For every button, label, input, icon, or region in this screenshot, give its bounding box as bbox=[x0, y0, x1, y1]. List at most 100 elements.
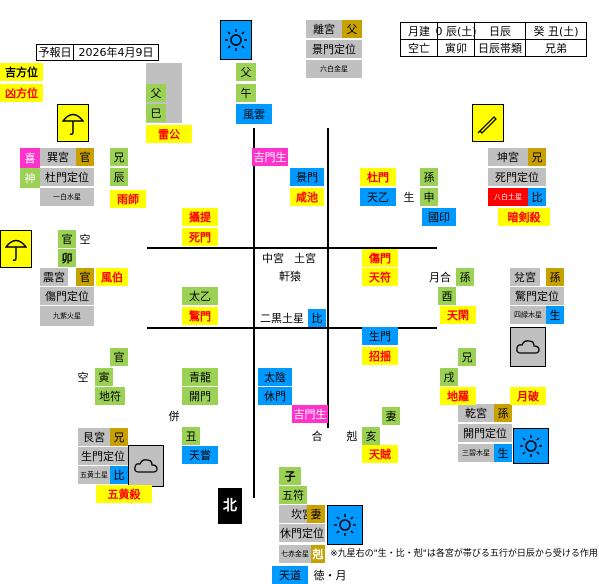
south-branch-god: 風雲 bbox=[236, 104, 272, 124]
se-inner-2: 死門 bbox=[182, 228, 218, 246]
west-side: 月合 bbox=[429, 270, 451, 284]
east-tag: 官 bbox=[58, 230, 76, 248]
nw-inner-2: 招揺 bbox=[362, 347, 398, 365]
north-rel: 剋 bbox=[311, 545, 325, 563]
w-inner-2: 天符 bbox=[362, 268, 398, 286]
s-dir: 咸池 bbox=[290, 188, 324, 206]
n-door: 吉門生 bbox=[292, 405, 328, 423]
nw-side: 月破 bbox=[510, 387, 546, 405]
east-branch: 卯 bbox=[58, 249, 76, 267]
sw-inner-3: 國印 bbox=[422, 208, 456, 226]
north-god: 天道 bbox=[272, 566, 308, 584]
west-star: 四緑木星 bbox=[510, 306, 546, 324]
east-palace-name: 震宮 bbox=[40, 268, 68, 286]
west-kin: 驚門定位 bbox=[510, 287, 564, 305]
se-kin: 杜門定位 bbox=[40, 168, 94, 186]
west-gua: 孫 bbox=[546, 268, 564, 286]
se-star: 一白水星 bbox=[40, 188, 94, 206]
ne-gua: 兄 bbox=[110, 428, 128, 446]
sw-kan-tag: 孫 bbox=[420, 168, 438, 186]
north-star: 七赤金星 bbox=[279, 545, 311, 563]
kichi-houi: 吉方位 bbox=[0, 63, 43, 81]
east-gua: 官 bbox=[76, 268, 94, 286]
kyo-houi: 凶方位 bbox=[0, 84, 43, 102]
center-palace: 中宮 bbox=[262, 251, 284, 265]
ne-branch-tag: 官 bbox=[110, 348, 128, 366]
ne-god: 五黄殺 bbox=[96, 485, 152, 503]
south-tag: 父 bbox=[236, 63, 256, 81]
center-earth: 土宮 bbox=[294, 251, 316, 265]
sw-kin: 死門定位 bbox=[488, 168, 546, 186]
n-inner-1: 太陰 bbox=[258, 368, 292, 386]
cross-line-right bbox=[327, 128, 329, 428]
east-sub: 空 bbox=[79, 232, 91, 246]
month-pillar-label: 月建 bbox=[400, 22, 438, 40]
ne-inner-1: 青龍 bbox=[182, 368, 218, 386]
center-rel: 比 bbox=[308, 309, 326, 327]
day-tai-value: 兄弟 bbox=[525, 39, 587, 57]
heal-mark: 併 bbox=[168, 409, 180, 423]
day-label: 日辰 bbox=[474, 22, 526, 40]
ne-palace-name: 艮宮 bbox=[78, 428, 110, 446]
south-star: 六白金星 bbox=[306, 60, 362, 78]
umbrella-icon bbox=[57, 104, 89, 142]
south-branch-2: 巳 bbox=[146, 104, 166, 122]
east-door: 風伯 bbox=[96, 268, 128, 286]
ne-kin: 生門定位 bbox=[78, 447, 128, 465]
se-branch: 辰 bbox=[110, 168, 128, 186]
sun-icon bbox=[220, 20, 252, 60]
umbrella-icon bbox=[0, 230, 32, 268]
center-god: 軒猿 bbox=[279, 269, 301, 283]
sw-palace-name: 坤宮 bbox=[488, 148, 528, 166]
west-palace-name: 兌宮 bbox=[510, 268, 540, 286]
date-value: 2026年4月9日 bbox=[73, 44, 159, 61]
south-palace-name: 離宮 bbox=[306, 20, 342, 38]
se-inner-1: 攝提 bbox=[182, 208, 218, 226]
ne-branch: 寅 bbox=[95, 368, 113, 386]
east-star: 九紫火星 bbox=[40, 306, 94, 326]
west-rel: 生 bbox=[546, 306, 564, 324]
cloud-icon bbox=[510, 327, 546, 367]
south-kin: 景門定位 bbox=[306, 40, 362, 58]
ne-rel: 比 bbox=[110, 466, 128, 484]
kuubou-value: 寅卯 bbox=[437, 39, 475, 57]
north-tk: 徳・月 bbox=[313, 568, 347, 582]
sun-icon bbox=[327, 505, 363, 545]
nw-gua: 孫 bbox=[494, 404, 512, 422]
s-god: 景門 bbox=[290, 168, 324, 186]
nw-branch: 戌 bbox=[440, 368, 458, 386]
sw-inner-1: 杜門 bbox=[360, 168, 396, 186]
nw-god: 地羅 bbox=[440, 387, 476, 405]
nw-star: 三碧木星 bbox=[458, 444, 494, 462]
ne-kan-god: 天嘗 bbox=[182, 446, 218, 464]
sw-gua: 兄 bbox=[528, 148, 546, 166]
south-gua: 父 bbox=[342, 20, 362, 38]
north-kin: 休門定位 bbox=[279, 524, 325, 542]
nw-kan-branch: 亥 bbox=[362, 427, 380, 445]
se-palace-name: 巽宮 bbox=[40, 148, 76, 166]
date-label: 予報日 bbox=[36, 44, 74, 61]
cross-line-left bbox=[253, 128, 255, 498]
north-gua: 妻 bbox=[307, 505, 325, 523]
day-tai-label: 日辰帯類 bbox=[474, 39, 526, 57]
se-god: 雨師 bbox=[110, 190, 146, 208]
sw-sheng: 生 bbox=[403, 190, 415, 204]
nw-inner-1: 生門 bbox=[362, 327, 398, 345]
lucky-mark: 喜 bbox=[20, 148, 40, 168]
ne-star: 五黄土星 bbox=[78, 466, 110, 484]
north-branch: 子 bbox=[279, 467, 301, 485]
nw-palace-name: 乾宮 bbox=[458, 404, 494, 422]
ne-branch-sub: 空 bbox=[77, 370, 89, 384]
e-inner-1: 太乙 bbox=[182, 287, 218, 305]
sw-god: 暗剣殺 bbox=[498, 208, 550, 226]
cloud-icon bbox=[128, 445, 164, 487]
e-inner-2: 驚門 bbox=[182, 307, 218, 325]
se-tag: 兄 bbox=[110, 148, 128, 166]
west-tag: 孫 bbox=[456, 268, 474, 286]
nw-kin: 開門定位 bbox=[458, 424, 512, 442]
kuubou-label: 空亡 bbox=[400, 39, 438, 57]
sw-star: 八白土星 bbox=[488, 188, 528, 206]
he-mark: 合 bbox=[311, 429, 323, 443]
lucky-mark-2: 神 bbox=[20, 168, 40, 188]
n-inner-2: 休門 bbox=[258, 387, 292, 405]
